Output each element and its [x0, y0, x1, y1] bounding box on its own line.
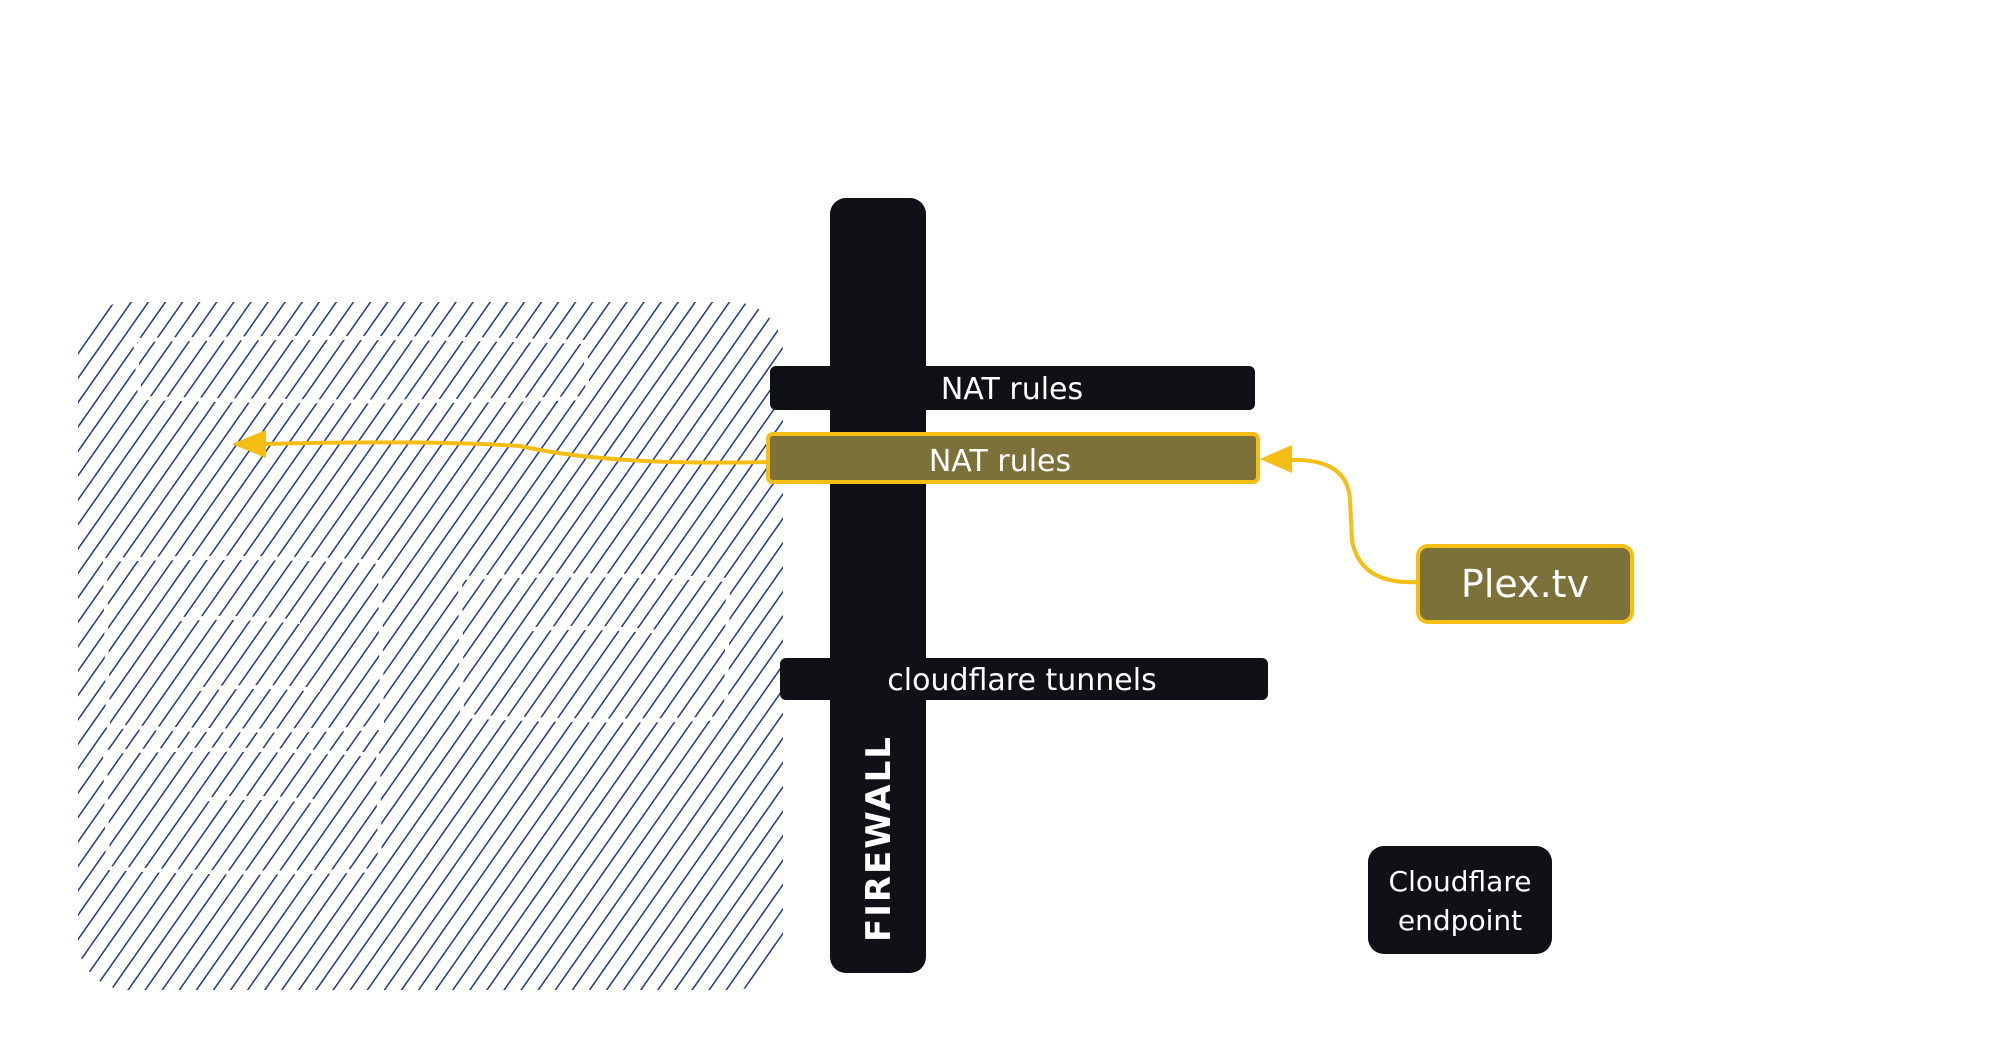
internal-network-zone — [78, 302, 783, 990]
hidden-box-top — [133, 335, 590, 404]
plex-tv-label: Plex.tv — [1461, 562, 1589, 606]
arrow-nat-to-internal — [232, 430, 769, 465]
cloudflare-endpoint-label-line2: endpoint — [1398, 904, 1522, 937]
firewall-label: FIREWALL — [859, 735, 899, 942]
hidden-sketch-line-1 — [169, 615, 301, 624]
plex-tv-node: Plex.tv — [1416, 544, 1634, 624]
firewall: FIREWALL — [830, 198, 926, 973]
hidden-box-bottom — [103, 747, 382, 875]
cloudflare-endpoint-label-line1: Cloudflare — [1389, 865, 1532, 898]
hidden-sketch-line-4 — [199, 795, 321, 804]
arrow-plex-to-nat — [1260, 445, 1419, 585]
hidden-box-mid-left — [103, 555, 384, 733]
cloudflare-endpoint-node: Cloudflare endpoint — [1368, 846, 1552, 954]
nat-rules-highlight-label: NAT rules — [929, 444, 1071, 479]
nat-rules-bar: NAT rules — [770, 366, 1255, 410]
hidden-sketch-line-3 — [519, 625, 661, 634]
nat-rules-bar-label: NAT rules — [941, 372, 1083, 407]
nat-rules-highlight-bar: NAT rules — [766, 432, 1260, 484]
hidden-box-mid-right — [458, 573, 730, 723]
cloudflare-tunnels-bar: cloudflare tunnels — [780, 658, 1268, 700]
cloudflare-tunnels-label: cloudflare tunnels — [887, 663, 1156, 698]
hidden-sketch-line-2 — [189, 685, 321, 692]
